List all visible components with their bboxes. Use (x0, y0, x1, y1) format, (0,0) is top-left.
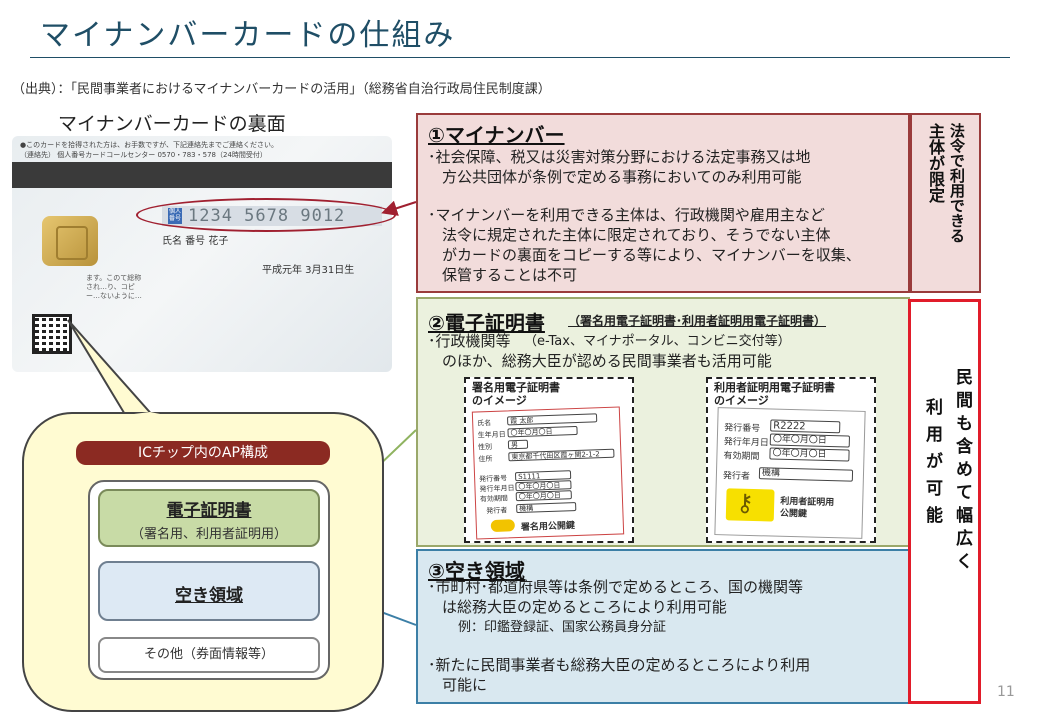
section-free-area-line3: ･新たに民間事業者も総務大臣の定めるところにより利用 (428, 656, 811, 674)
user-field-value-3: 機構 (758, 467, 854, 482)
user-field-label-2: 有効期間 (723, 451, 760, 463)
ic-chip-icon (42, 216, 98, 266)
card-notice-line2: （連絡先） 個人番号カードコールセンター 0570・783・578（24時間受付… (20, 151, 267, 159)
qr-code-icon (32, 314, 72, 354)
side-label-private-col2: 民間も含めて幅広く (952, 368, 972, 575)
key-icon (725, 488, 775, 522)
sign-field-value-3: 東京都千代田区霞ヶ関2-1-2 (508, 448, 615, 462)
side-label-private-col1: 利用が可能 (922, 398, 942, 533)
my-number-card-back-image: ●このカードを拾得された方は、お手数ですが、下記連絡先までご連絡ください。 （連… (12, 136, 392, 372)
section-e-certificate-heading: ②電子証明書 (428, 311, 545, 335)
page-number: 11 (997, 684, 1015, 700)
signing-cert-title-l2: のイメージ (472, 394, 527, 407)
sign-field-label-6: 有効期間 (479, 494, 509, 504)
card-small-print: ます。このて総称され…り、コピー…ないように… (86, 274, 142, 300)
magnetic-stripe (12, 162, 392, 188)
user-cert-title-l1: 利用者証明用電子証明書 (714, 381, 835, 394)
side-label-limited: 主体が限定 (926, 123, 945, 203)
section-free-area-line2: は総務大臣の定めるところにより利用可能 (442, 598, 727, 616)
number-highlight-oval (136, 198, 396, 232)
sign-field-label-1: 生年月日 (477, 430, 506, 440)
ap-free-area-block: 空き領域 (98, 561, 320, 621)
user-cert-title-l2: のイメージ (714, 394, 769, 407)
sign-field-value-0: 霞 太郎 (506, 413, 598, 426)
page-title: マイナンバーカードの仕組み (40, 18, 456, 53)
section-free-area-example: 例：印鑑登録証、国家公務員身分証 (458, 620, 667, 635)
side-label-private-use: 民間も含めて幅広く 利用が可能 (908, 299, 981, 704)
ap-config-header: ICチップ内のAP構成 (76, 441, 330, 465)
ap-other-block: その他（券面情報等） (98, 637, 320, 673)
section-my-number-bullet1-l2: 方公共団体が条例で定める事務においてのみ利用可能 (442, 168, 802, 186)
sign-field-label-5: 発行年月日 (479, 484, 515, 494)
section-free-area-line4: 可能に (442, 676, 488, 694)
sign-field-label-2: 性別 (477, 442, 493, 452)
card-notice-line1: ●このカードを拾得された方は、お手数ですが、下記連絡先までご連絡ください。 (20, 141, 278, 149)
user-field-label-3: 発行者 (722, 471, 751, 482)
section-e-certificate-sub: （署名用電子証明書･利用者証明用電子証明書） (568, 314, 827, 328)
card-notice: ●このカードを拾得された方は、お手数ですが、下記連絡先までご連絡ください。 （連… (20, 140, 390, 160)
section-free-area: ③空き領域 ･市町村･都道府県等は条例で定めるところ、国の機関等 は総務大臣の定… (416, 549, 910, 704)
user-field-label-1: 発行年月日 (723, 437, 769, 449)
section-my-number-bullet1-l1: ･社会保障、税又は災害対策分野における法定事務又は地 (428, 148, 811, 166)
section-free-area-heading: ③空き領域 (428, 559, 525, 583)
ap-certificate-block: 電子証明書 （署名用、利用者証明用） (98, 489, 320, 547)
user-field-value-1: 〇年〇月〇日 (769, 433, 851, 448)
user-public-key-label-l2: 公開鍵 (779, 508, 808, 520)
signing-public-key-label: 署名用公開鍵 (520, 521, 576, 533)
signing-cert-sheet: 氏名 霞 太郎 生年月日 〇年〇月〇日 性別 男 住所 東京都千代田区霞ヶ関2-… (471, 406, 625, 540)
section-my-number-side: 法令で利用できる 主体が限定 (910, 113, 981, 293)
signing-cert-image: 署名用電子証明書 のイメージ 氏名 霞 太郎 生年月日 〇年〇月〇日 性別 男 … (464, 377, 634, 543)
card-holder-name: 氏名 番号 花子 (162, 236, 229, 247)
sign-field-label-0: 氏名 (477, 418, 492, 428)
side-label-legal-entities: 法令で利用できる (948, 123, 966, 243)
card-caption: マイナンバーカードの裏面 (58, 113, 286, 135)
title-divider (30, 57, 1010, 58)
section-e-certificate: ②電子証明書 （署名用電子証明書･利用者証明用電子証明書） ･行政機関等 （e-… (416, 297, 910, 547)
user-cert-sheet: 発行番号 R2222 発行年月日 〇年〇月〇日 有効期間 〇年〇月〇日 発行者 … (714, 407, 866, 539)
sign-field-value-1: 〇年〇月〇日 (507, 425, 578, 438)
section-e-certificate-line1: ･行政機関等 (428, 332, 511, 350)
section-my-number-bullet2-l4: 保管することは不可 (442, 266, 578, 284)
section-e-certificate-line2: のほか、総務大臣が認める民間事業者も活用可能 (442, 352, 772, 370)
sign-field-value-7: 機構 (516, 502, 577, 514)
signing-cert-title-l1: 署名用電子証明書 (472, 381, 560, 394)
ap-certificate-title: 電子証明書 (166, 501, 252, 521)
user-field-value-0: R2222 (770, 419, 841, 434)
section-free-area-line1: ･市町村･都道府県等は条例で定めるところ、国の機関等 (428, 578, 804, 596)
sign-field-value-6: 〇年〇月〇日 (515, 490, 572, 502)
key-icon (490, 519, 516, 533)
section-my-number: ①マイナンバー ･社会保障、税又は災害対策分野における法定事務又は地 方公共団体… (416, 113, 910, 293)
section-e-certificate-line1-paren: （e-Tax、マイナポータル、コンビニ交付等） (524, 334, 791, 349)
section-my-number-bullet2-l3: がカードの裏面をコピーする等により、マイナンバーを収集、 (442, 246, 861, 264)
user-field-label-0: 発行番号 (724, 423, 761, 435)
user-field-value-2: 〇年〇月〇日 (769, 447, 850, 462)
ap-free-area-title: 空き領域 (175, 586, 243, 606)
sign-field-value-2: 男 (507, 439, 529, 450)
card-birth-date: 平成元年 3月31日生 (262, 265, 355, 276)
sign-field-label-3: 住所 (478, 454, 493, 464)
ap-certificate-sub: （署名用、利用者証明用） (130, 527, 287, 542)
sign-field-label-7: 発行者 (486, 506, 508, 516)
section-my-number-bullet2-l1: ･マイナンバーを利用できる主体は、行政機関や雇用主など (428, 206, 825, 224)
section-my-number-heading: ①マイナンバー (428, 123, 565, 147)
source-citation: （出典）：「民間事業者におけるマイナンバーカードの活用」（総務省自治行政局住民制… (12, 82, 551, 97)
user-cert-image: 利用者証明用電子証明書 のイメージ 発行番号 R2222 発行年月日 〇年〇月〇… (706, 377, 876, 543)
section-my-number-bullet2-l2: 法令に規定された主体に限定されており、そうでない主体 (442, 226, 831, 244)
